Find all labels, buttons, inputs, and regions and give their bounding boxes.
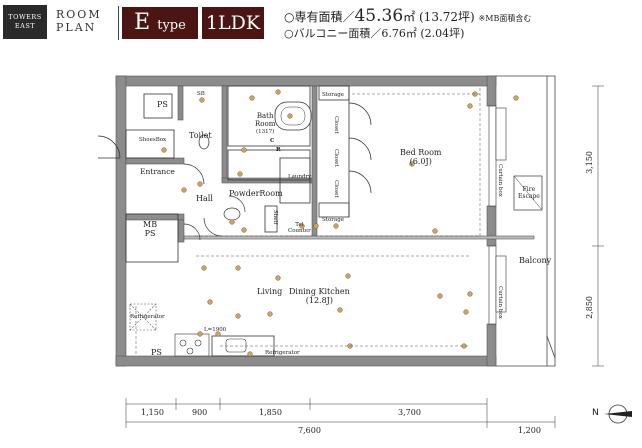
- dim-total: 7,600: [298, 426, 321, 435]
- room-plan-title: ROOM PLAN: [56, 8, 102, 34]
- mb-ps-label: MB PS: [143, 220, 157, 238]
- ps-bottom-label: PS: [151, 348, 162, 357]
- dim-balcony-depth: 1,200: [518, 426, 541, 435]
- mb-line2: PS: [144, 229, 156, 238]
- dim-right-lower: 2,850: [585, 296, 594, 319]
- north-compass: N: [592, 402, 636, 426]
- north-arrow-icon: [604, 404, 632, 424]
- curtain-box-label-2: Curtain box: [497, 286, 503, 319]
- shelf-label: Shelf: [272, 210, 278, 225]
- door-swings: [97, 102, 372, 241]
- layout-badge: 1LDK: [202, 7, 264, 39]
- mark-r: R: [276, 147, 281, 153]
- ps-top-label: PS: [157, 100, 168, 109]
- bath-label: Bath Room (1317): [255, 112, 275, 136]
- fire-escape-label: Fire Escape: [518, 186, 540, 200]
- dim-right-upper: 3,150: [585, 151, 594, 174]
- closet-label-3: Closet: [333, 180, 339, 198]
- bedroom-line2: (6.0J): [409, 157, 432, 166]
- balcony-label: Balcony: [519, 256, 552, 265]
- refrigerator-right-label: Refrigerator: [265, 350, 300, 356]
- north-label: N: [592, 408, 599, 418]
- floor-plan-drawing: [97, 75, 604, 428]
- dining-label: Dining Kitchen (12.8J): [289, 287, 350, 305]
- tower-logo: TOWERS EAST: [3, 5, 47, 39]
- dining-line1: Dining Kitchen: [289, 287, 350, 296]
- area-value: 45.36: [354, 6, 404, 26]
- storage-top-label: Storage: [322, 92, 344, 98]
- balcony-outline: [496, 75, 556, 367]
- area-unit: ㎡: [403, 10, 416, 24]
- shoebox-label: ShoesBox: [139, 137, 167, 143]
- tower-line2: EAST: [14, 22, 36, 30]
- area-tsubo: (13.72坪): [419, 10, 475, 24]
- kitchen-counter: [174, 333, 247, 357]
- fire-escape-cross: [513, 175, 543, 211]
- mb-line1: MB: [143, 220, 158, 229]
- room-plan-line2: PLAN: [56, 21, 97, 34]
- floor-plan: PS SB ShoesBox Toilet Bath Room (1317) E…: [0, 46, 642, 448]
- fire-line1: Fire: [522, 186, 536, 193]
- tel-line2: Counter: [288, 228, 311, 234]
- ceiling-lines: [135, 86, 482, 356]
- balcony-area: ○バルコニー面積／6.76㎡ (2.04坪): [284, 27, 465, 40]
- living-label: Living: [257, 287, 283, 296]
- bath-line2: Room: [255, 120, 276, 128]
- closet-label-2: Closet: [333, 149, 339, 167]
- windows: [488, 105, 507, 325]
- hall-label: Hall: [196, 194, 213, 203]
- bedroom-line1: Bed Room: [400, 148, 442, 157]
- dimension-lines: [125, 85, 604, 428]
- dim-seg-3: 1,850: [259, 408, 282, 417]
- dim-seg-2: 900: [192, 408, 208, 417]
- room-plan-line1: ROOM: [56, 8, 102, 21]
- wash-basin: [223, 207, 241, 221]
- tel-line1: Tel: [295, 222, 304, 228]
- dining-line2: (12.8J): [305, 296, 334, 305]
- exclusive-area: ○専有面積／45.36㎡ (13.72坪) ※MB面積含む: [284, 6, 531, 26]
- plan-header: TOWERS EAST ROOM PLAN E type 1LDK ○専有面積／…: [0, 0, 642, 46]
- curtain-box-label-1: Curtain box: [497, 164, 503, 197]
- tower-line1: TOWERS: [8, 13, 42, 21]
- header-divider: [118, 6, 119, 40]
- tel-counter-label: Tel Counter: [288, 222, 311, 234]
- entrance-label: Entrance: [140, 167, 175, 176]
- bath-line1: Bath: [256, 112, 274, 120]
- area-note: ※MB面積含む: [478, 14, 532, 23]
- light-fixtures: [161, 89, 519, 357]
- closet-label-1: Closet: [333, 116, 339, 134]
- laundry-label: Laundry: [288, 174, 312, 180]
- type-badge: E type: [122, 7, 198, 39]
- powder-room-label: PowderRoom: [229, 189, 283, 198]
- type-letter: E: [134, 10, 151, 35]
- l-mark-label: L=1900: [204, 327, 227, 333]
- mark-c: C: [270, 138, 275, 144]
- type-word: type: [157, 18, 186, 33]
- toilet-bowl: [198, 134, 210, 150]
- refrigerator-space: [129, 303, 157, 331]
- dim-seg-4: 3,700: [398, 408, 421, 417]
- fire-line2: Escape: [518, 193, 540, 200]
- dim-seg-1: 1,150: [141, 408, 164, 417]
- bath-line3: (1317): [256, 129, 275, 135]
- storage-bottom-label: Storage: [322, 217, 344, 223]
- walls: [115, 75, 535, 367]
- sb-label: SB: [197, 91, 205, 97]
- bedroom-label: Bed Room (6.0J): [400, 148, 442, 166]
- bathtub: [274, 101, 312, 131]
- refrigerator-left-label: Refrigerator: [130, 314, 165, 320]
- area-prefix: ○専有面積／: [284, 10, 355, 24]
- toilet-label: Toilet: [189, 131, 212, 140]
